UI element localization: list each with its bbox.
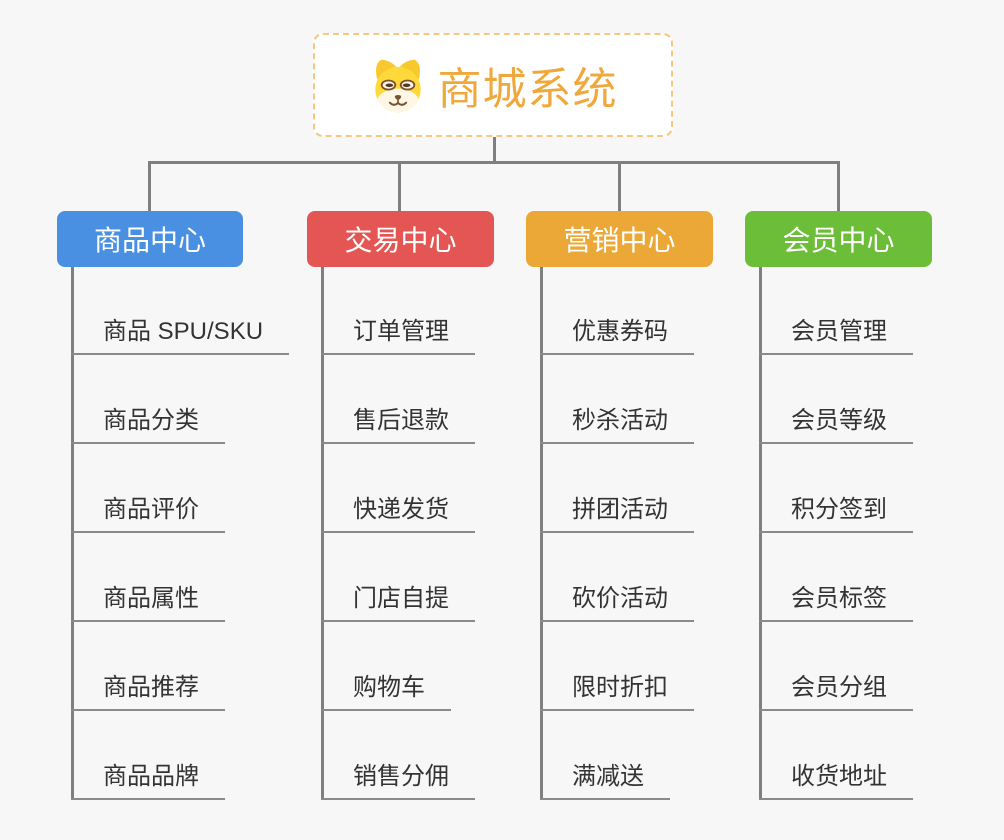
connector-column-line-1	[71, 267, 74, 800]
connector-rail	[148, 161, 840, 164]
branch-children-product: 商品 SPU/SKU 商品分类 商品评价 商品属性 商品推荐 商品品牌	[71, 267, 290, 800]
leaf-node[interactable]: 售后退款	[321, 400, 475, 444]
leaf-node[interactable]: 商品属性	[71, 578, 225, 622]
connector-column-line-4	[759, 267, 762, 800]
leaf-node[interactable]: 砍价活动	[540, 578, 694, 622]
connector-drop-branch-4	[837, 161, 840, 211]
connector-column-line-2	[321, 267, 324, 800]
leaf-node[interactable]: 秒杀活动	[540, 400, 694, 444]
connector-drop-branch-1	[148, 161, 151, 211]
leaf-node[interactable]: 商品品牌	[71, 756, 225, 800]
leaf-node[interactable]: 商品推荐	[71, 667, 225, 711]
leaf-node[interactable]: 会员等级	[759, 400, 913, 444]
leaf-node[interactable]: 商品评价	[71, 489, 225, 533]
leaf-node[interactable]: 会员管理	[759, 311, 913, 355]
leaf-node[interactable]: 收货地址	[759, 756, 913, 800]
branch-node-trade[interactable]: 交易中心	[307, 211, 494, 267]
dog-face-icon	[374, 59, 421, 113]
branch-node-marketing[interactable]: 营销中心	[526, 211, 713, 267]
branch-children-member: 会员管理 会员等级 积分签到 会员标签 会员分组 收货地址	[759, 267, 913, 800]
branch-node-member[interactable]: 会员中心	[745, 211, 932, 267]
leaf-node[interactable]: 购物车	[321, 667, 451, 711]
leaf-node[interactable]: 销售分佣	[321, 756, 475, 800]
branch-children-trade: 订单管理 售后退款 快递发货 门店自提 购物车 销售分佣	[321, 267, 475, 800]
leaf-node[interactable]: 快递发货	[321, 489, 475, 533]
root-node[interactable]: 商城系统	[313, 33, 673, 137]
leaf-node[interactable]: 商品 SPU/SKU	[71, 311, 290, 355]
root-title: 商城系统	[437, 65, 618, 114]
leaf-node[interactable]: 满减送	[540, 756, 670, 800]
leaf-node[interactable]: 积分签到	[759, 489, 913, 533]
branch-node-product[interactable]: 商品中心	[57, 211, 243, 267]
leaf-node[interactable]: 商品分类	[71, 400, 225, 444]
branch-children-marketing: 优惠券码 秒杀活动 拼团活动 砍价活动 限时折扣 满减送	[540, 267, 694, 800]
connector-drop-branch-2	[398, 161, 401, 211]
leaf-node[interactable]: 门店自提	[321, 578, 475, 622]
leaf-node[interactable]: 优惠券码	[540, 311, 694, 355]
leaf-node[interactable]: 限时折扣	[540, 667, 694, 711]
leaf-node[interactable]: 会员分组	[759, 667, 913, 711]
connector-root-stub	[493, 137, 496, 163]
connector-column-line-3	[540, 267, 543, 800]
leaf-node[interactable]: 订单管理	[321, 311, 475, 355]
connector-drop-branch-3	[618, 161, 621, 211]
leaf-node[interactable]: 会员标签	[759, 578, 913, 622]
leaf-node[interactable]: 拼团活动	[540, 489, 694, 533]
